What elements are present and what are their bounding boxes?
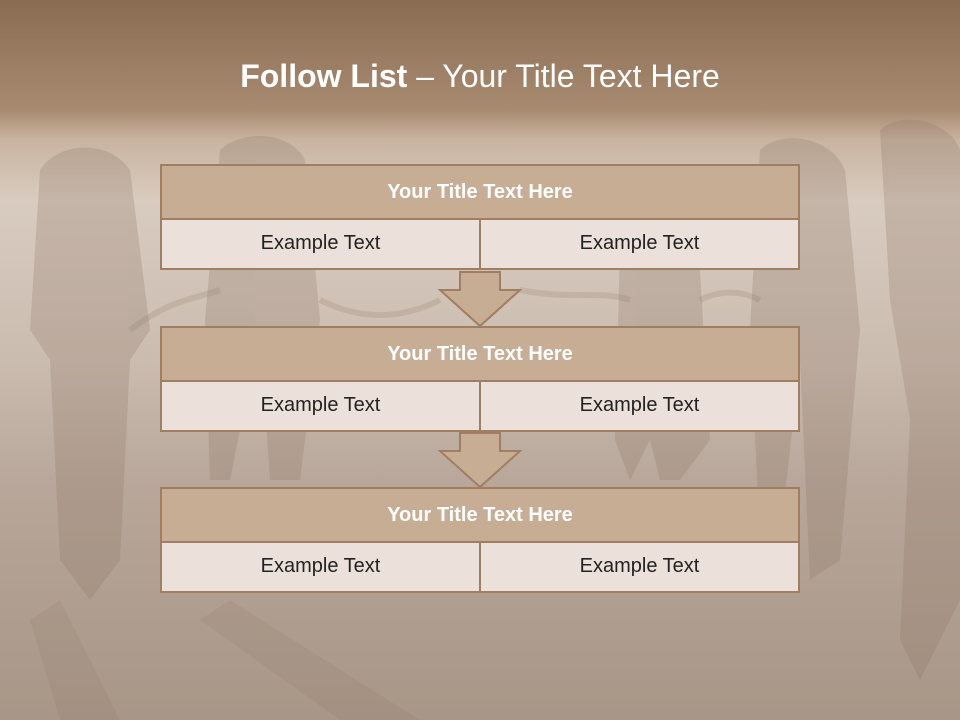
- block-cell-left[interactable]: Example Text: [160, 543, 481, 593]
- slide-title-rest: – Your Title Text Here: [407, 58, 720, 94]
- block-row: Example Text Example Text: [160, 220, 800, 270]
- block-cell-left[interactable]: Example Text: [160, 220, 481, 270]
- flow-block-3: Your Title Text Here Example Text Exampl…: [160, 487, 800, 593]
- block-row: Example Text Example Text: [160, 543, 800, 593]
- block-cell-right[interactable]: Example Text: [481, 543, 800, 593]
- flow-block-2: Your Title Text Here Example Text Exampl…: [160, 326, 800, 432]
- down-arrow-icon: [438, 271, 522, 328]
- block-title[interactable]: Your Title Text Here: [160, 164, 800, 220]
- flow-block-1: Your Title Text Here Example Text Exampl…: [160, 164, 800, 270]
- block-cell-left[interactable]: Example Text: [160, 382, 481, 432]
- block-cell-right[interactable]: Example Text: [481, 220, 800, 270]
- block-row: Example Text Example Text: [160, 382, 800, 432]
- block-title[interactable]: Your Title Text Here: [160, 326, 800, 382]
- block-title[interactable]: Your Title Text Here: [160, 487, 800, 543]
- block-cell-right[interactable]: Example Text: [481, 382, 800, 432]
- down-arrow-icon: [438, 432, 522, 489]
- slide-title: Follow List – Your Title Text Here: [0, 52, 960, 100]
- slide-title-strong: Follow List: [240, 58, 408, 94]
